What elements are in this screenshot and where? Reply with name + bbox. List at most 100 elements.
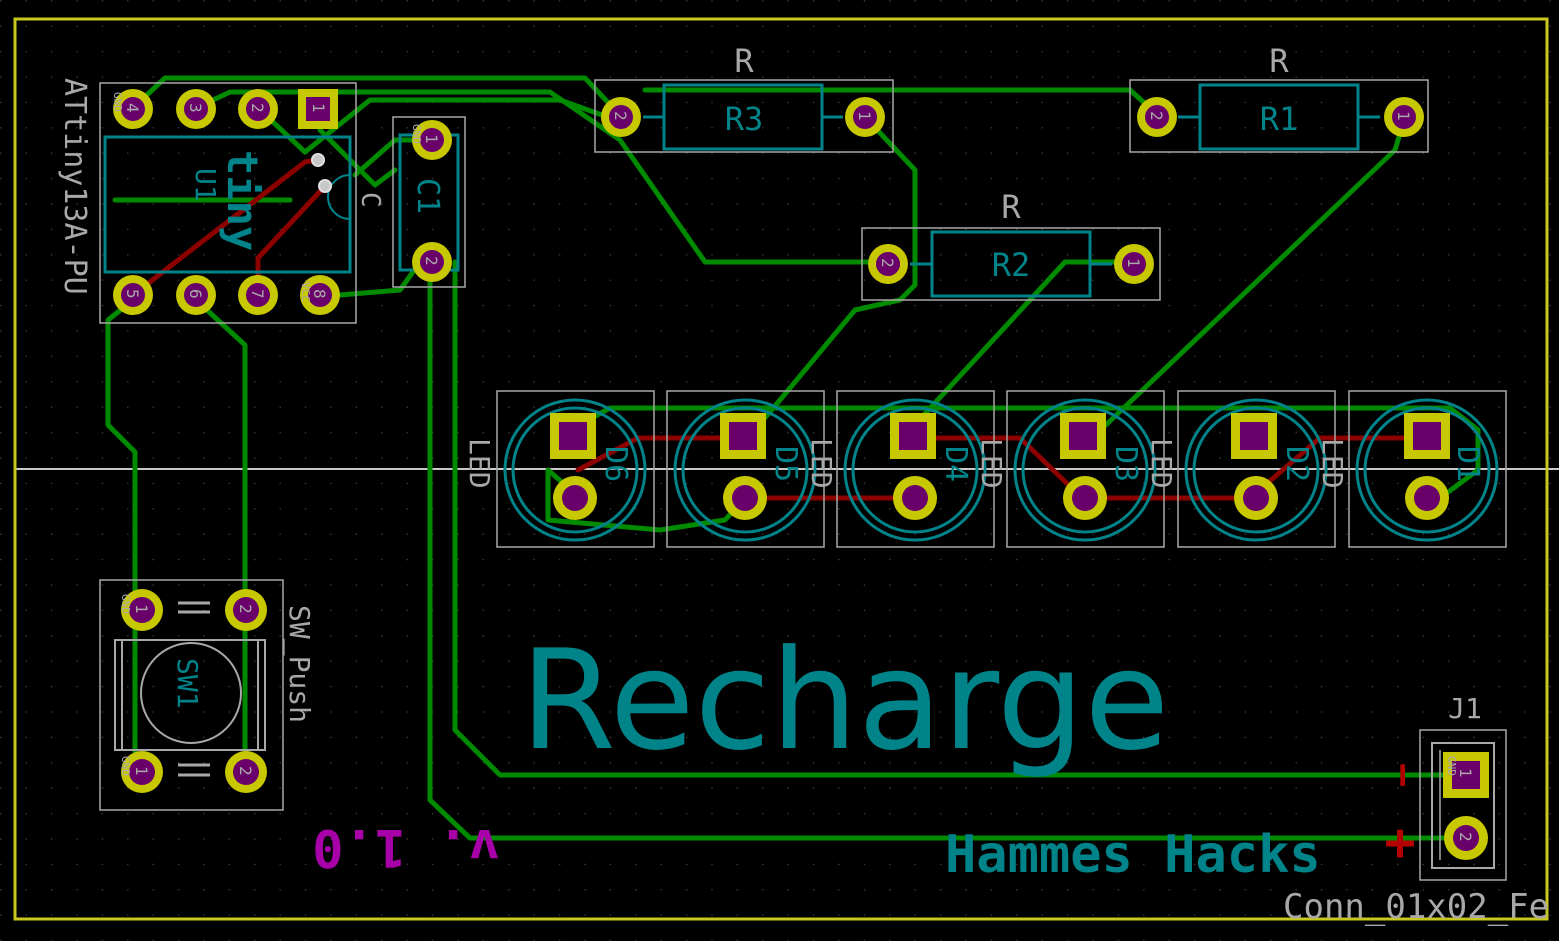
led-value-label: LED xyxy=(975,438,1008,489)
r2-reference-label: R2 xyxy=(992,246,1031,284)
r2-footprint: R R2 2 1 xyxy=(861,188,1161,301)
svg-text:1: 1 xyxy=(1394,111,1413,121)
r3-reference-label: R3 xyxy=(725,100,764,138)
u1-tiny-logo: tiny xyxy=(218,150,267,251)
led-courtyard xyxy=(836,390,995,548)
r2-pad-1: 1 xyxy=(1114,244,1154,284)
sw1-pad-2-bottom: 2 xyxy=(225,751,267,793)
svg-text:1: 1 xyxy=(1124,258,1143,268)
svg-text:1: 1 xyxy=(309,103,328,113)
led-value-label: LED xyxy=(463,438,496,489)
svg-text:6: 6 xyxy=(186,289,205,299)
j1-plus-marker: + xyxy=(1384,813,1415,873)
vcc-pin-label: VCC xyxy=(299,282,312,302)
board-edge-outline xyxy=(13,17,1549,921)
j1-pad-1-square: 1 GND xyxy=(1443,752,1489,798)
r3-pad-2: 2 xyxy=(601,97,641,137)
u1-value-label: ATtiny13A-PU xyxy=(57,78,92,295)
svg-text:1: 1 xyxy=(422,134,441,144)
gnd-pin-label: GND xyxy=(111,92,124,112)
led-courtyard xyxy=(1177,390,1336,548)
u1-reference-label: U1 xyxy=(189,168,222,202)
via xyxy=(318,179,332,193)
u1-body-outline xyxy=(103,135,352,274)
r2-pad-2: 2 xyxy=(868,244,908,284)
svg-text:2: 2 xyxy=(1456,832,1475,842)
u1-pad-8: 8 VCC xyxy=(299,275,340,315)
u1-pad-7: 7 xyxy=(238,275,278,315)
led-d3: LED D3 xyxy=(1006,390,1178,548)
sw1-reference-label: SW1 xyxy=(171,658,204,709)
svg-text:3: 3 xyxy=(186,103,205,113)
led-d1: D1 xyxy=(1348,390,1507,548)
r3-pad-1: 1 xyxy=(845,97,885,137)
led-reference-label: D6 xyxy=(598,446,633,482)
led-courtyard xyxy=(1006,390,1165,548)
led-d4: LED D4 xyxy=(836,390,1008,548)
svg-text:5: 5 xyxy=(123,289,142,299)
led-courtyard xyxy=(496,390,655,548)
j1-footprint: J1 1 GND 2 − + Conn_01x02_Fe xyxy=(1283,692,1549,927)
r3-courtyard xyxy=(594,79,894,153)
sw1-value-label: SW_Push xyxy=(282,605,316,723)
j1-minus-marker: − xyxy=(1380,763,1426,787)
svg-text:1: 1 xyxy=(1456,768,1475,778)
sw1-button-circle xyxy=(140,642,242,744)
svg-text:1: 1 xyxy=(855,111,874,121)
led-reference-label: D1 xyxy=(1450,446,1485,482)
sw1-courtyard xyxy=(99,579,284,811)
svg-text:1: 1 xyxy=(132,766,151,776)
led-d6: LED D6 xyxy=(463,390,655,548)
c1-value-label: C xyxy=(355,192,385,208)
led-reference-label: D2 xyxy=(1279,446,1314,482)
version-label: v. 1.0 xyxy=(312,817,500,877)
r1-courtyard xyxy=(1129,79,1429,153)
gnd-pin-label: GND xyxy=(1445,756,1458,776)
u1-pad-6: 6 xyxy=(176,275,216,315)
led-value-label: LED xyxy=(1316,438,1349,489)
sw1-footprint: SW1 SW_Push 1 GND 2 1 GND 2 xyxy=(99,579,316,811)
u1-pads: 4 GND 3 2 1 5 6 7 8 VCC xyxy=(111,89,340,315)
svg-text:1: 1 xyxy=(132,604,151,614)
j1-value-label: Conn_01x02_Fe xyxy=(1283,887,1549,927)
r2-value-label: R xyxy=(1001,188,1021,226)
svg-text:2: 2 xyxy=(1147,111,1166,121)
r1-value-label: R xyxy=(1269,42,1289,80)
svg-text:8: 8 xyxy=(310,289,329,299)
c1-reference-label: C1 xyxy=(410,178,445,214)
sw1-pad-1-top: 1 GND xyxy=(119,589,163,631)
r3-footprint: R R3 2 1 xyxy=(594,42,894,153)
svg-text:7: 7 xyxy=(248,289,267,299)
led-reference-label: D4 xyxy=(938,446,973,482)
led-d5: LED D5 xyxy=(666,390,838,548)
sw1-pad-2-top: 2 xyxy=(225,589,267,631)
j1-courtyard xyxy=(1419,729,1507,881)
svg-text:2: 2 xyxy=(248,103,267,113)
u1-pad-2: 2 xyxy=(238,89,278,129)
u1-pad-1-square: 1 xyxy=(298,89,338,129)
led-value-label: LED xyxy=(805,438,838,489)
u1-footprint: ATtiny13A-PU U1 tiny xyxy=(57,78,357,324)
u1-pad-3: 3 xyxy=(176,89,216,129)
svg-text:2: 2 xyxy=(236,766,255,776)
svg-text:4: 4 xyxy=(123,103,142,113)
u1-pad-5: 5 xyxy=(113,275,153,315)
r3-value-label: R xyxy=(734,42,754,80)
led-reference-label: D3 xyxy=(1108,446,1143,482)
gnd-pin-label: GND xyxy=(119,756,132,776)
r1-pad-1: 1 xyxy=(1384,97,1424,137)
board-title-recharge: Recharge xyxy=(520,620,1169,781)
led-courtyard xyxy=(666,390,825,548)
r1-footprint: R R1 2 1 xyxy=(1129,42,1429,153)
u1-courtyard xyxy=(99,82,357,324)
j1-reference-label: J1 xyxy=(1448,692,1482,725)
c1-pad-1: 1 GND xyxy=(410,120,452,160)
c1-footprint: C C1 1 GND 2 xyxy=(355,116,466,288)
u1-pad-4: 4 GND xyxy=(111,89,153,129)
via xyxy=(311,153,325,167)
led-reference-label: D5 xyxy=(768,446,803,482)
sw1-pad-1-bottom: 1 GND xyxy=(119,751,163,793)
brand-hammes-hacks: Hammes Hacks xyxy=(945,825,1321,885)
svg-text:2: 2 xyxy=(422,256,441,266)
